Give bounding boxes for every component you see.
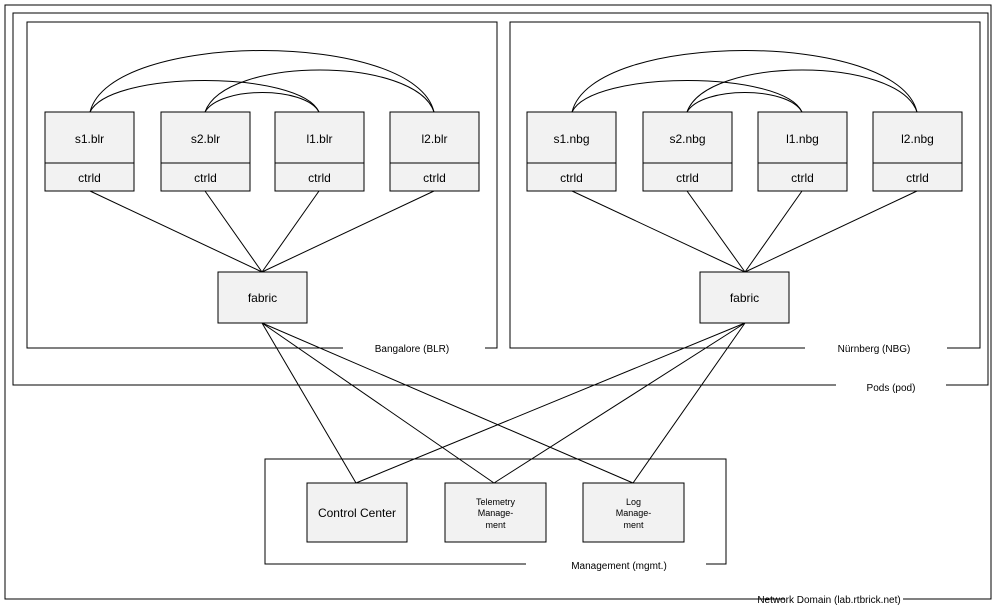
switch-name: s2.blr bbox=[191, 132, 220, 146]
pods-domain: Pods (pod) bbox=[12, 12, 989, 394]
switch-name: s2.nbg bbox=[669, 132, 705, 146]
link-nbg-fabric-telemetry bbox=[493, 322, 746, 484]
switch-name: l1.blr bbox=[306, 132, 332, 146]
fabric-label: fabric bbox=[248, 291, 277, 305]
arc-s1-l1-nbg bbox=[571, 80, 803, 113]
arc-s1-l1-blr bbox=[89, 80, 320, 113]
switch-name: l1.nbg bbox=[786, 132, 819, 146]
fabric-label: fabric bbox=[730, 291, 759, 305]
telemetry-label-line1: Telemetry bbox=[476, 497, 516, 507]
switch-node-l2-blr: l2.blr ctrld bbox=[389, 111, 480, 192]
link-nbg-fabric-log bbox=[632, 322, 746, 484]
control-center-label: Control Center bbox=[318, 506, 396, 520]
log-label-line2: Manage- bbox=[616, 508, 652, 518]
link-l2-nbg-fabric bbox=[744, 190, 918, 273]
pod-bangalore: Bangalore (BLR) bbox=[26, 21, 498, 355]
switch-ctrl: ctrld bbox=[194, 171, 217, 185]
link-blr-fabric-log bbox=[261, 322, 634, 484]
switch-node-s2-nbg: s2.nbg ctrld bbox=[642, 111, 733, 192]
link-s1-blr-fabric bbox=[89, 190, 263, 273]
switch-node-s2-blr: s2.blr ctrld bbox=[160, 111, 251, 192]
switch-ctrl: ctrld bbox=[78, 171, 101, 185]
link-l1-blr-fabric bbox=[261, 190, 320, 273]
switch-ctrl: ctrld bbox=[560, 171, 583, 185]
link-blr-fabric-telemetry bbox=[261, 322, 495, 484]
telemetry-management-node: Telemetry Manage- ment bbox=[444, 482, 547, 543]
switch-ctrl: ctrld bbox=[791, 171, 814, 185]
pod-bangalore-arcs bbox=[89, 50, 435, 113]
fabric-node-nbg: fabric bbox=[699, 271, 790, 324]
pods-domain-label: Pods (pod) bbox=[867, 383, 916, 394]
link-l2-blr-fabric bbox=[261, 190, 435, 273]
switch-ctrl: ctrld bbox=[423, 171, 446, 185]
pod-nurnberg-label: Nürnberg (NBG) bbox=[838, 344, 911, 355]
switch-ctrl: ctrld bbox=[676, 171, 699, 185]
fabric-management-links bbox=[261, 322, 746, 484]
switch-name: s1.nbg bbox=[553, 132, 589, 146]
log-management-node: Log Manage- ment bbox=[582, 482, 685, 543]
switch-ctrl: ctrld bbox=[308, 171, 331, 185]
log-label-line3: ment bbox=[623, 520, 644, 530]
management-domain: Management (mgmt.) bbox=[264, 458, 727, 572]
link-nbg-fabric-control-center bbox=[355, 322, 746, 484]
management-domain-label: Management (mgmt.) bbox=[571, 561, 667, 572]
arc-s1-l2-nbg bbox=[571, 50, 918, 113]
telemetry-label-line2: Manage- bbox=[478, 508, 514, 518]
log-label-line1: Log bbox=[626, 497, 641, 507]
control-center-node: Control Center bbox=[306, 482, 408, 543]
switch-node-s1-blr: s1.blr ctrld bbox=[44, 111, 135, 192]
switch-node-l1-nbg: l1.nbg ctrld bbox=[757, 111, 848, 192]
switch-name: s1.blr bbox=[75, 132, 104, 146]
switch-node-l1-blr: l1.blr ctrld bbox=[274, 111, 365, 192]
fabric-node-blr: fabric bbox=[217, 271, 308, 324]
telemetry-label-line3: ment bbox=[485, 520, 506, 530]
switch-ctrl: ctrld bbox=[906, 171, 929, 185]
pod-nurnberg: Nürnberg (NBG) bbox=[509, 21, 981, 355]
pod-bangalore-label: Bangalore (BLR) bbox=[375, 344, 449, 355]
arc-s1-l2-blr bbox=[89, 50, 435, 113]
network-domain-label: Network Domain (lab.rtbrick.net) bbox=[757, 595, 900, 606]
network-domain: Network Domain (lab.rtbrick.net) bbox=[4, 4, 992, 606]
switch-node-l2-nbg: l2.nbg ctrld bbox=[872, 111, 963, 192]
link-s2-nbg-fabric bbox=[686, 190, 746, 273]
link-s2-blr-fabric bbox=[204, 190, 263, 273]
link-s1-nbg-fabric bbox=[571, 190, 746, 273]
switch-name: l2.nbg bbox=[901, 132, 934, 146]
switch-node-s1-nbg: s1.nbg ctrld bbox=[526, 111, 617, 192]
switch-name: l2.blr bbox=[421, 132, 447, 146]
arc-s2-l2-nbg bbox=[686, 69, 918, 113]
pod-nurnberg-arcs bbox=[571, 50, 918, 113]
link-blr-fabric-control-center bbox=[261, 322, 357, 484]
arc-s2-l2-blr bbox=[204, 69, 435, 113]
arc-s2-l1-nbg bbox=[686, 92, 803, 113]
arc-s2-l1-blr bbox=[204, 92, 320, 113]
switch-fabric-links bbox=[89, 190, 918, 273]
link-l1-nbg-fabric bbox=[744, 190, 803, 273]
